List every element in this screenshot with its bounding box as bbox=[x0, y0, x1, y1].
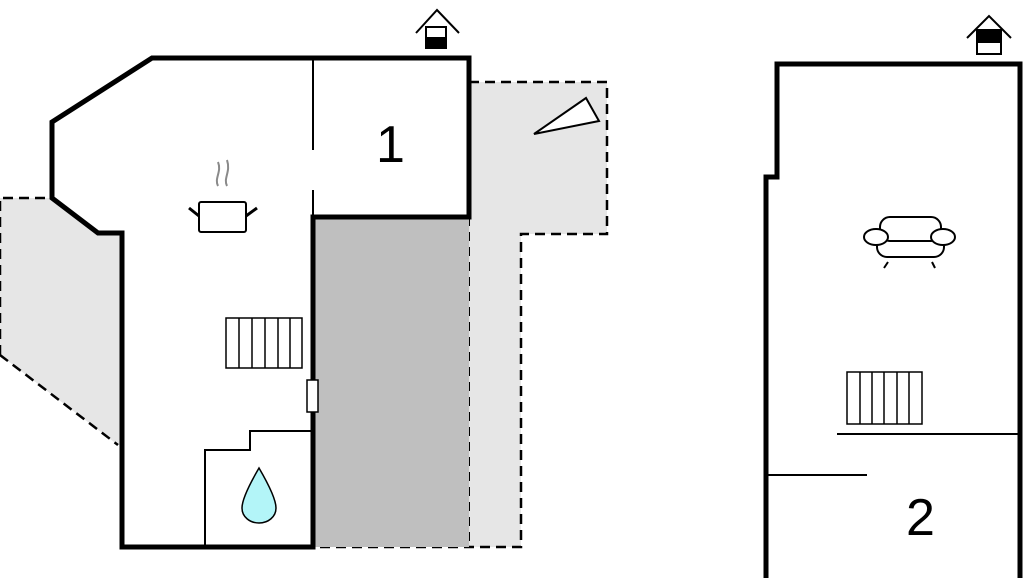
sofa-icon bbox=[863, 216, 956, 269]
radiator-icon bbox=[846, 371, 923, 425]
terrace-sun-icon bbox=[533, 96, 601, 135]
bathroom-water-drop-icon bbox=[241, 466, 277, 524]
garage-area bbox=[313, 217, 469, 547]
floor-1-outline bbox=[49, 55, 472, 550]
interior-walls bbox=[204, 58, 314, 547]
entrance-icon bbox=[966, 14, 1012, 55]
floor-2-interior-walls bbox=[768, 433, 1020, 476]
floor-1-label: 1 bbox=[376, 116, 405, 174]
floor-2-label: 2 bbox=[906, 489, 935, 547]
kitchen-pot-icon bbox=[188, 159, 258, 233]
radiator-icon bbox=[225, 317, 303, 369]
entrance-icon bbox=[415, 8, 460, 49]
terrace-left bbox=[0, 196, 122, 446]
floor-2-outline bbox=[763, 61, 1023, 578]
door bbox=[306, 379, 319, 413]
